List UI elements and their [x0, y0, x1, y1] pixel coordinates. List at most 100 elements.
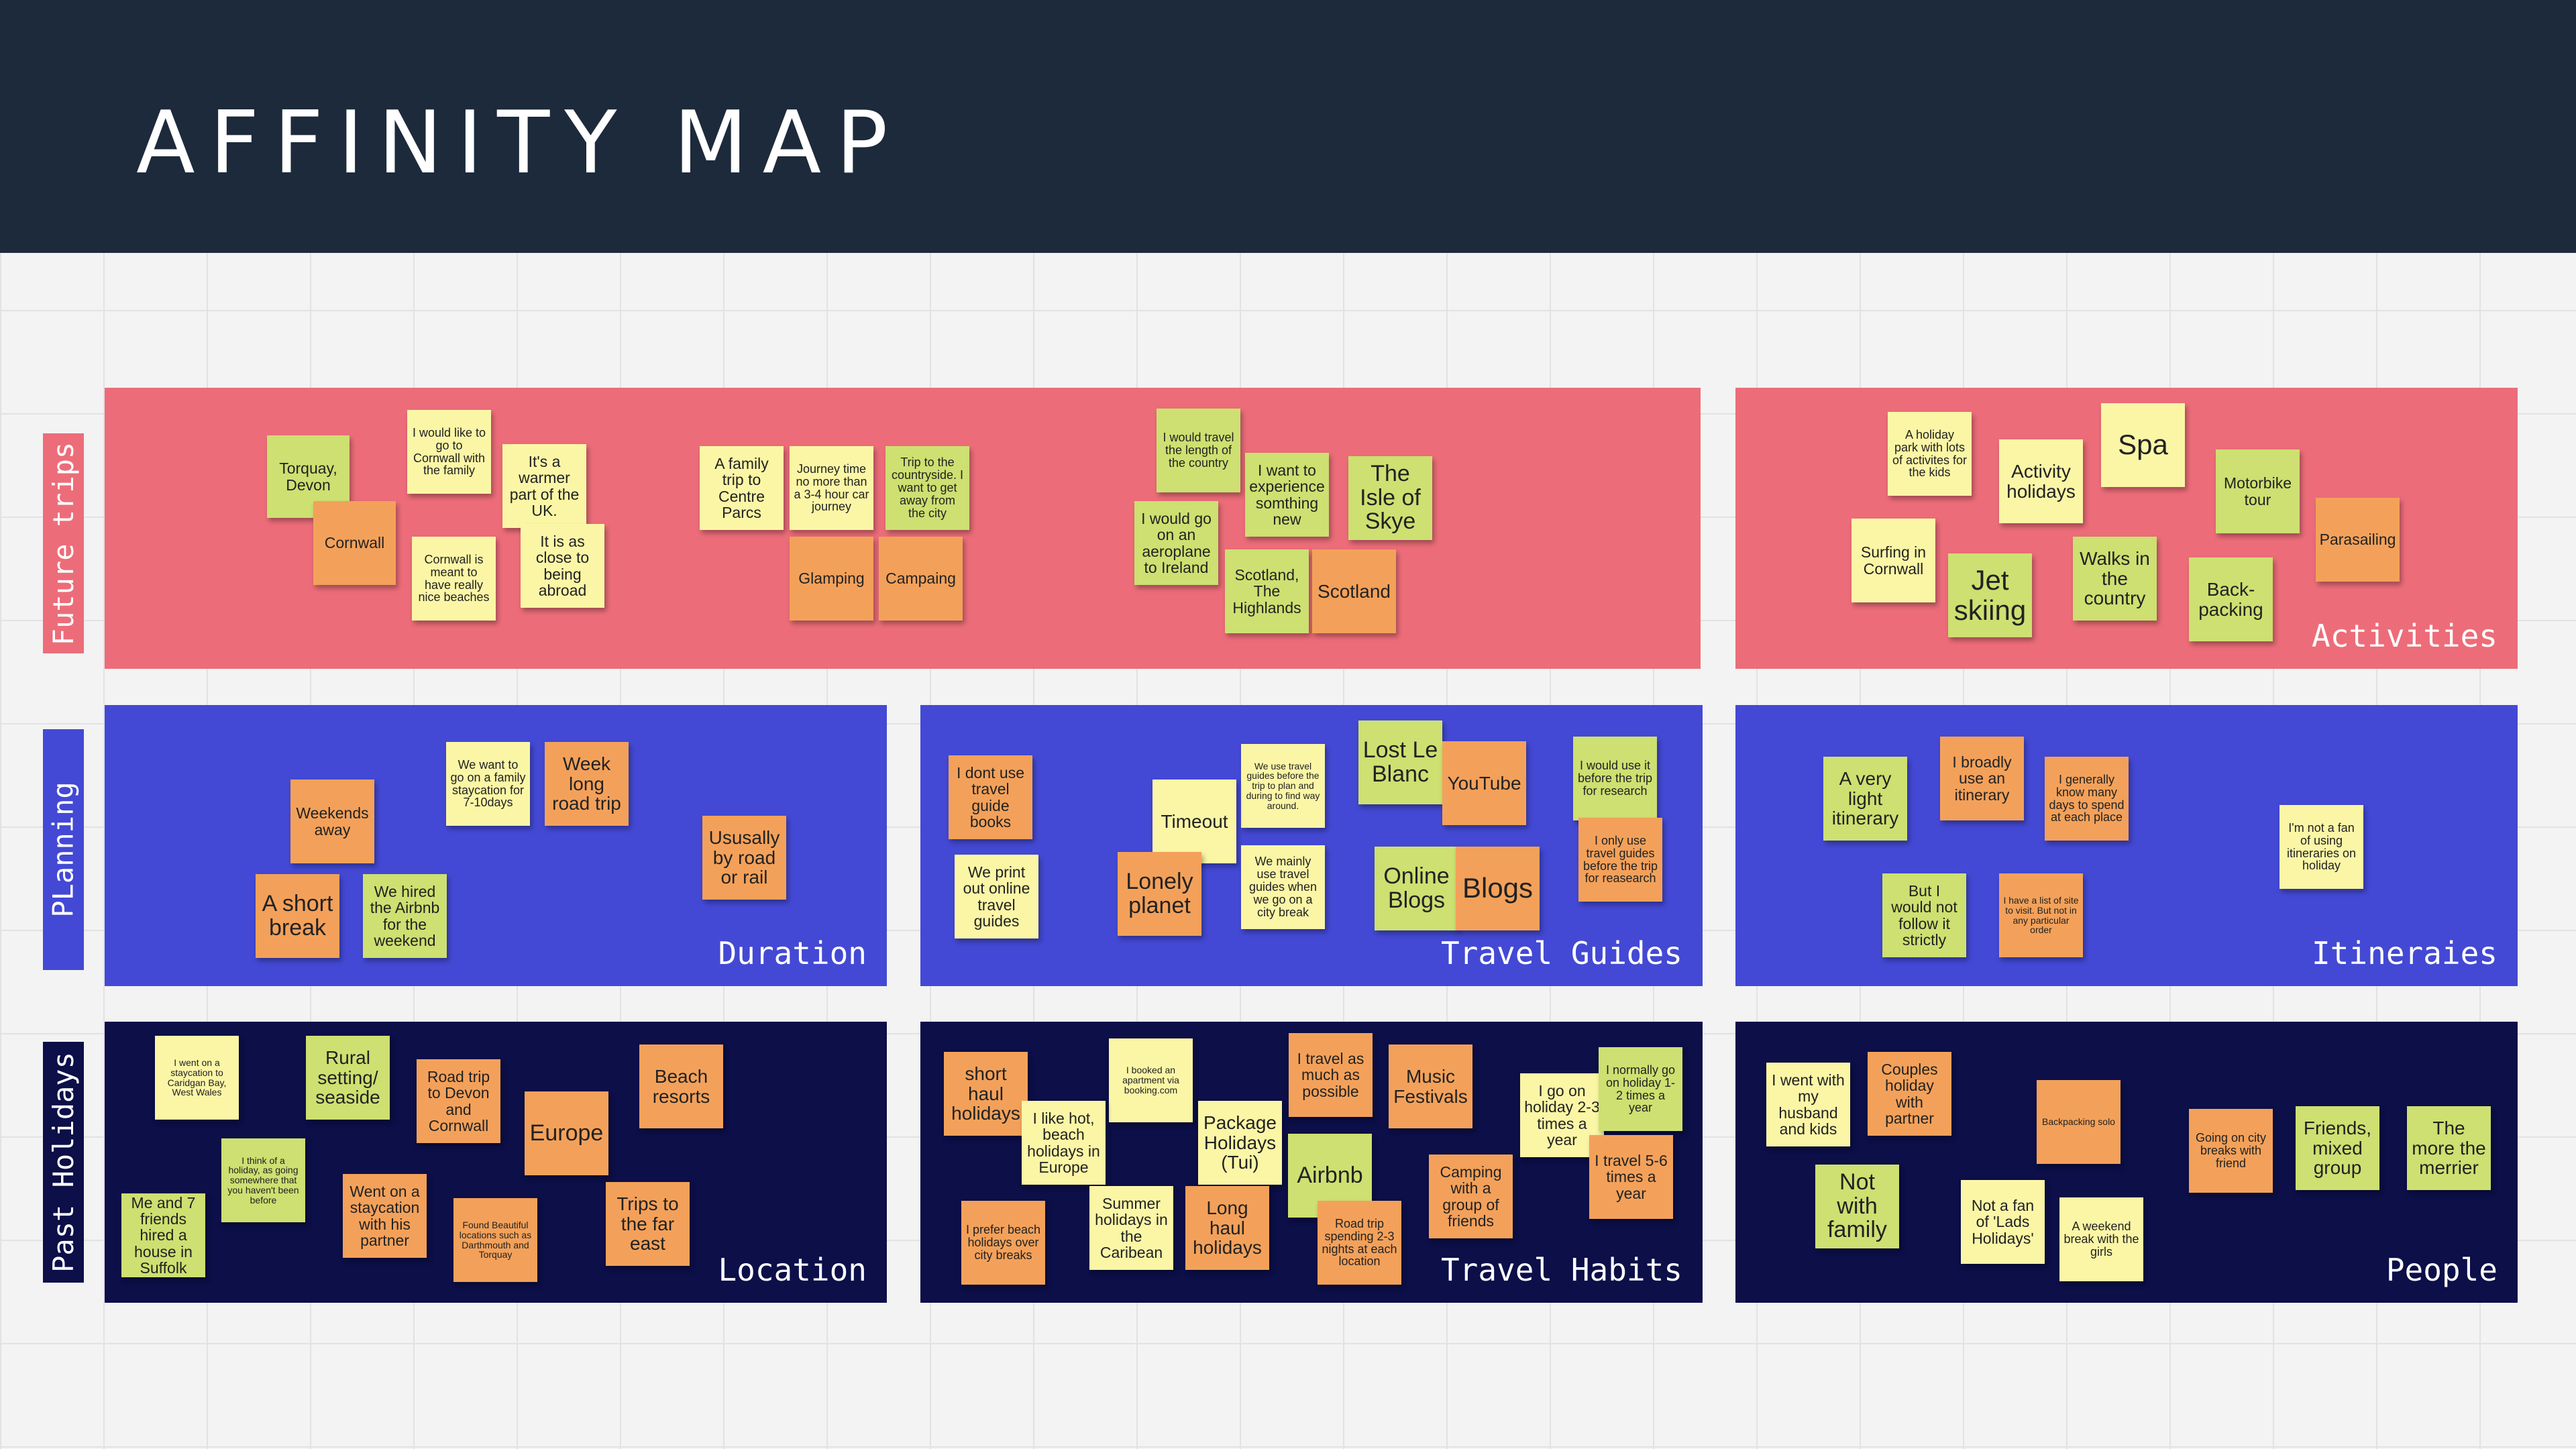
sticky-note[interactable]: Long haul holidays: [1185, 1186, 1269, 1270]
sticky-note[interactable]: Online Blogs: [1375, 847, 1458, 930]
sticky-note[interactable]: Trip to the countryside. I want to get a…: [885, 446, 969, 530]
row-label-past-holidays: Past Holidays: [43, 1042, 84, 1283]
sticky-note[interactable]: Lost Le Blanc: [1358, 720, 1442, 804]
sticky-note[interactable]: I would like to go to Cornwall with the …: [407, 410, 491, 494]
sticky-note[interactable]: Music Festivals: [1389, 1044, 1472, 1128]
panel-activities: Activities A holiday park with lots of ac…: [1735, 388, 2518, 669]
sticky-note[interactable]: Backpacking solo: [2037, 1080, 2121, 1164]
sticky-note[interactable]: I dont use travel guide books: [949, 755, 1032, 839]
sticky-note[interactable]: I normally go on holiday 1-2 times a yea…: [1599, 1047, 1682, 1131]
panel-duration: Duration We want to go on a family stayca…: [105, 705, 887, 986]
sticky-note[interactable]: Weekends away: [290, 780, 374, 863]
sticky-note[interactable]: Back-packing: [2189, 557, 2273, 641]
sticky-note[interactable]: Spa: [2101, 403, 2185, 487]
panel-title: Location: [718, 1252, 867, 1288]
sticky-note[interactable]: Couples holiday with partner: [1868, 1052, 1951, 1136]
sticky-note[interactable]: Parasailing: [2316, 498, 2400, 582]
sticky-note[interactable]: Week long road trip: [545, 742, 629, 826]
sticky-note[interactable]: Not a fan of 'Lads Holidays': [1961, 1180, 2045, 1264]
sticky-note[interactable]: Walks in the country: [2073, 537, 2157, 621]
sticky-note[interactable]: Camping with a group of friends: [1429, 1155, 1513, 1238]
panel-title: People: [2385, 1252, 2498, 1288]
panel-travel-guides: Travel Guides I dont use travel guide boo…: [920, 705, 1703, 986]
sticky-note[interactable]: The more the merrier: [2407, 1106, 2491, 1190]
sticky-note[interactable]: Road trip spending 2-3 nights at each lo…: [1318, 1201, 1401, 1285]
sticky-note[interactable]: Motorbike tour: [2216, 449, 2300, 533]
sticky-note[interactable]: I generally know many days to spend at e…: [2045, 757, 2129, 841]
row-label-text: Future trips: [47, 441, 80, 645]
sticky-note[interactable]: A weekend break with the girls: [2059, 1197, 2143, 1281]
panel-title: Travel Guides: [1440, 935, 1682, 971]
sticky-note[interactable]: We mainly use travel guides when we go o…: [1241, 845, 1325, 929]
sticky-note[interactable]: Glamping: [790, 537, 873, 621]
sticky-note[interactable]: Campaing: [879, 537, 963, 621]
sticky-note[interactable]: I went on a staycation to Caridgan Bay, …: [155, 1036, 239, 1120]
sticky-note[interactable]: Lonely planet: [1118, 852, 1201, 936]
sticky-note[interactable]: Trips to the far east: [606, 1182, 690, 1266]
sticky-note[interactable]: I want to experience somthing new: [1245, 453, 1329, 537]
sticky-note[interactable]: Me and 7 friends hired a house in Suffol…: [121, 1193, 205, 1277]
panel-title: Activities: [2312, 618, 2498, 654]
sticky-note[interactable]: Journey time no more than a 3-4 hour car…: [790, 446, 873, 530]
sticky-note[interactable]: It is as close to being abroad: [521, 524, 604, 608]
sticky-note[interactable]: Going on city breaks with friend: [2189, 1109, 2273, 1193]
sticky-note[interactable]: I travel 5-6 times a year: [1589, 1135, 1673, 1219]
sticky-note[interactable]: Surfing in Cornwall: [1851, 519, 1935, 602]
sticky-note[interactable]: We want to go on a family staycation for…: [446, 742, 530, 826]
sticky-note[interactable]: Beach resorts: [639, 1044, 723, 1128]
sticky-note[interactable]: Scotland: [1312, 549, 1396, 633]
sticky-note[interactable]: We print out online travel guides: [955, 855, 1038, 938]
sticky-note[interactable]: I would use it before the trip for resea…: [1573, 737, 1657, 820]
sticky-note[interactable]: I prefer beach holidays over city breaks: [961, 1201, 1045, 1285]
sticky-note[interactable]: Package Holidays (Tui): [1198, 1101, 1282, 1185]
sticky-note[interactable]: Cornwall is meant to have really nice be…: [412, 537, 496, 621]
panel-title: Duration: [718, 935, 867, 971]
sticky-note[interactable]: A family trip to Centre Parcs: [700, 446, 784, 530]
header-bar: AFFINITY MAP: [0, 0, 2576, 253]
sticky-note[interactable]: Went on a staycation with his partner: [343, 1174, 427, 1258]
sticky-note[interactable]: I have a list of site to visit. But not …: [1999, 873, 2083, 957]
sticky-note[interactable]: We use travel guides before the trip to …: [1241, 744, 1325, 828]
row-label-text: Past Holidays: [47, 1052, 80, 1273]
sticky-note[interactable]: We hired the Airbnb for the weekend: [363, 874, 447, 958]
row-label-future-trips: Future trips: [43, 433, 84, 653]
sticky-note[interactable]: Not with family: [1815, 1165, 1899, 1248]
sticky-note[interactable]: I would go on an aeroplane to Ireland: [1134, 501, 1218, 585]
sticky-note[interactable]: I travel as much as possible: [1289, 1033, 1373, 1117]
sticky-note[interactable]: I like hot, beach holidays in Europe: [1022, 1101, 1106, 1185]
sticky-note[interactable]: I'm not a fan of using itineraries on ho…: [2279, 805, 2363, 889]
page-title: AFFINITY MAP: [136, 93, 903, 193]
sticky-note[interactable]: I would travel the length of the country: [1157, 409, 1240, 492]
sticky-note[interactable]: Activity holidays: [1999, 439, 2083, 523]
sticky-note[interactable]: A very light itinerary: [1823, 757, 1907, 841]
sticky-note[interactable]: Cornwall: [313, 501, 396, 585]
sticky-note[interactable]: Timeout: [1152, 780, 1236, 863]
sticky-note[interactable]: Friends, mixed group: [2296, 1106, 2379, 1190]
row-label-text: PLanning: [47, 782, 80, 918]
sticky-note[interactable]: short haul holidays: [944, 1052, 1028, 1136]
sticky-note[interactable]: Blogs: [1456, 847, 1540, 930]
sticky-note[interactable]: YouTube: [1442, 741, 1526, 825]
sticky-note[interactable]: I broadly use an itinerary: [1940, 737, 2024, 820]
sticky-note[interactable]: Jet skiing: [1948, 553, 2032, 637]
sticky-note[interactable]: I think of a holiday, as going somewhere…: [221, 1138, 305, 1222]
sticky-note[interactable]: The Isle of Skye: [1348, 456, 1432, 540]
sticky-note[interactable]: Ususally by road or rail: [702, 816, 786, 900]
sticky-note[interactable]: Found Beautiful locations such as Darthm…: [453, 1198, 537, 1282]
sticky-note[interactable]: But I would not follow it strictly: [1882, 873, 1966, 957]
sticky-note[interactable]: I only use travel guides before the trip…: [1578, 818, 1662, 902]
sticky-note[interactable]: Road trip to Devon and Cornwall: [417, 1059, 500, 1143]
sticky-note[interactable]: A short break: [256, 874, 339, 958]
sticky-note[interactable]: Europe: [525, 1091, 608, 1175]
sticky-note[interactable]: Summer holidays in the Caribean: [1089, 1186, 1173, 1270]
sticky-note[interactable]: Rural setting/ seaside: [306, 1036, 390, 1120]
sticky-note[interactable]: I booked an apartment via booking.com: [1109, 1038, 1193, 1122]
sticky-note[interactable]: A holiday park with lots of activites fo…: [1888, 412, 1972, 496]
sticky-note[interactable]: It's a warmer part of the UK.: [502, 444, 586, 528]
panel-location: Location I went on a staycation to Caridg…: [105, 1022, 887, 1303]
sticky-note[interactable]: Scotland, The Highlands: [1225, 549, 1309, 633]
sticky-note[interactable]: I went with my husband and kids: [1766, 1063, 1850, 1146]
